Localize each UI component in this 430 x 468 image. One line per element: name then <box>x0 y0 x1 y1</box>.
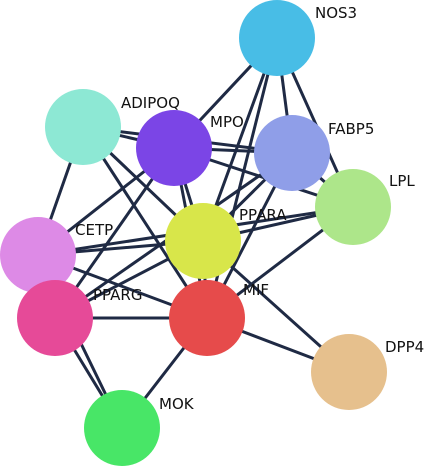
node-mok[interactable] <box>84 390 160 466</box>
node-label-mpo: MPO <box>210 113 244 131</box>
node-label-adipoq: ADIPOQ <box>121 94 180 112</box>
node-label-mif: MIF <box>243 281 269 299</box>
node-label-mok: MOK <box>159 395 195 413</box>
node-nos3[interactable] <box>239 0 315 76</box>
node-lpl[interactable] <box>315 169 391 245</box>
node-mif[interactable] <box>169 280 245 356</box>
node-dpp4[interactable] <box>311 334 387 410</box>
node-label-ppara: PPARA <box>239 206 287 224</box>
node-pparg[interactable] <box>17 280 93 356</box>
node-label-pparg: PPARG <box>93 286 142 304</box>
node-cetp[interactable] <box>0 217 76 293</box>
node-label-dpp4: DPP4 <box>385 338 424 356</box>
node-label-nos3: NOS3 <box>315 4 357 22</box>
node-adipoq[interactable] <box>45 89 121 165</box>
node-layer <box>0 0 391 466</box>
node-label-lpl: LPL <box>389 172 415 190</box>
node-mpo[interactable] <box>136 110 212 186</box>
node-ppara[interactable] <box>165 203 241 279</box>
node-label-fabp5: FABP5 <box>328 120 374 138</box>
node-label-cetp: CETP <box>75 221 113 239</box>
node-fabp5[interactable] <box>254 115 330 191</box>
